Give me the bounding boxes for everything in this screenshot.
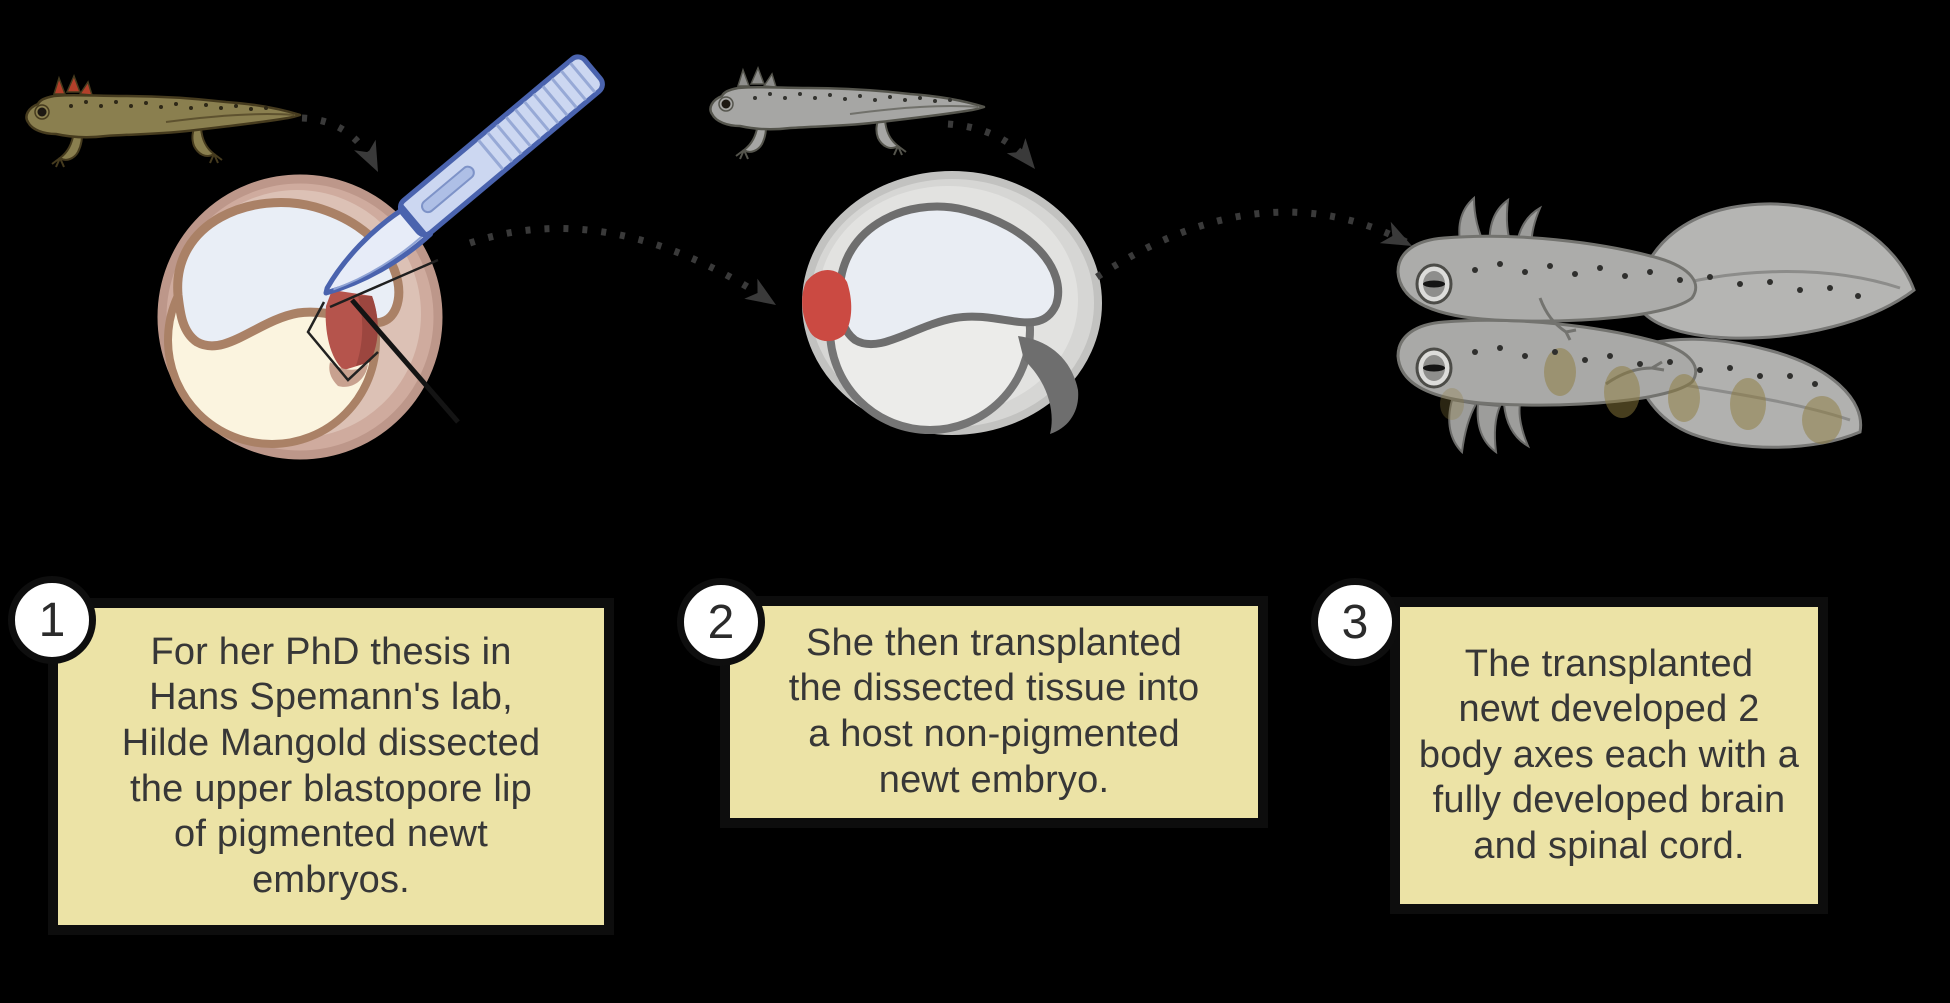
arrow-donor-to-embryo-icon bbox=[301, 114, 378, 172]
step-2-number-badge: 2 bbox=[677, 578, 765, 666]
arrow-embryo-to-host-icon bbox=[468, 224, 776, 305]
host-embryo-dome bbox=[835, 202, 1063, 349]
cut-mark-lines bbox=[306, 258, 460, 424]
step-3-text: The transplanted newt developed 2 body a… bbox=[1418, 642, 1800, 867]
step-box-2: She then transplanted the dissected tiss… bbox=[720, 596, 1268, 828]
transplanted-tissue bbox=[802, 270, 852, 342]
scalpel-icon bbox=[323, 54, 605, 296]
step-3-number: 3 bbox=[1341, 595, 1369, 649]
pigmented-newt-icon bbox=[26, 76, 300, 167]
step-2-text: She then transplanted the dissected tiss… bbox=[788, 621, 1200, 801]
twin-axis-newt-illustration bbox=[1396, 195, 1916, 455]
arrow-host-to-embryo-icon bbox=[947, 120, 1035, 169]
host-newt-icon bbox=[710, 68, 984, 159]
step-1-text: For her PhD thesis in Hans Spemann's lab… bbox=[121, 630, 541, 901]
step-box-3: The transplanted newt developed 2 body a… bbox=[1390, 597, 1828, 914]
arrow-embryo-to-result-icon bbox=[1095, 208, 1412, 280]
host-embryo-illustration bbox=[802, 171, 1102, 435]
step-box-1: For her PhD thesis in Hans Spemann's lab… bbox=[48, 598, 614, 935]
twin-newt-eyes bbox=[1415, 263, 1453, 389]
step-3-number-badge: 3 bbox=[1311, 578, 1399, 666]
step-1-number: 1 bbox=[38, 593, 66, 647]
donor-embryo-illustration bbox=[157, 174, 460, 460]
blastopore-groove bbox=[1018, 336, 1079, 434]
step-2-number: 2 bbox=[707, 595, 735, 649]
step-1-number-badge: 1 bbox=[8, 576, 96, 664]
